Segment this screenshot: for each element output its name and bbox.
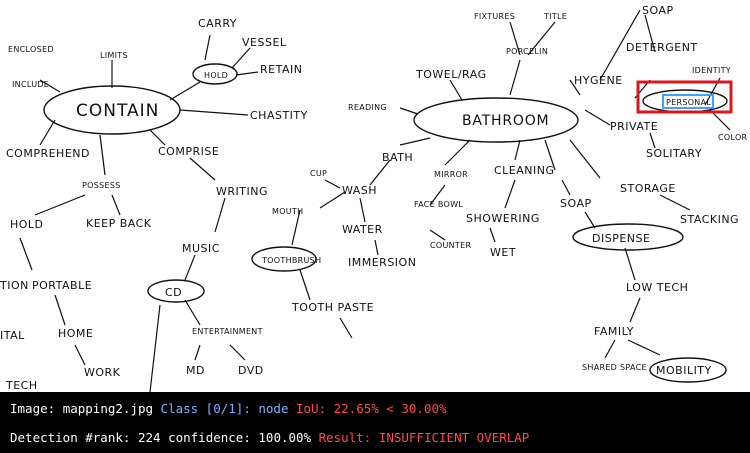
status-row-detection: Detection #rank: 224 confidence: 100.00%… (10, 430, 529, 445)
word-toothbrush: TOOTHBRUSH (261, 256, 321, 265)
word-mouth: MOUTH (272, 207, 303, 216)
word-soap-top: SOAP (642, 4, 674, 17)
detection-box (636, 80, 733, 114)
word-cd: CD (165, 286, 182, 299)
word-stacking: STACKING (680, 213, 739, 226)
word-carry: CARRY (198, 17, 237, 30)
hold-oval (192, 63, 238, 85)
rank-value: 224 (137, 430, 161, 445)
word-face-bowl: FACE BOWL (414, 200, 463, 209)
word-hygene: HYGENE (574, 74, 623, 87)
ground-truth-box (662, 94, 714, 109)
image-label: Image: (10, 401, 56, 416)
word-possess: POSSESS (82, 181, 121, 190)
word-include: INCLUDE (12, 80, 49, 89)
word-detergent: DETERGENT (626, 41, 698, 54)
contain-oval (43, 85, 181, 135)
status-bar: Image: mapping2.jpg Class [0/1]: node Io… (0, 392, 750, 453)
word-work: WORK (84, 366, 121, 379)
word-family: FAMILY (594, 325, 634, 338)
word-tion: TION (0, 279, 29, 292)
word-storage: STORAGE (620, 182, 676, 195)
class-text: Class [0/1]: node (160, 401, 289, 416)
word-wash: WASH (342, 184, 377, 197)
word-writing: WRITING (216, 185, 268, 198)
word-chastity: CHASTITY (250, 109, 308, 122)
word-vessel: VESSEL (242, 36, 287, 49)
word-soap: SOAP (560, 197, 592, 210)
word-tech-left: TECH (5, 379, 38, 392)
word-low-tech: LOW TECH (626, 281, 688, 294)
detection-label: Detection #rank: (10, 430, 131, 445)
result-text: Result: INSUFFICIENT OVERLAP (318, 430, 530, 445)
word-keep-back: KEEP BACK (86, 217, 152, 230)
word-private: PRIVATE (610, 120, 658, 133)
word-shared-space: SHARED SPACE (582, 363, 647, 372)
word-immersion: IMMERSION (348, 256, 416, 269)
word-dvd: DVD (238, 364, 264, 377)
word-fixtures: FIXTURES (474, 12, 515, 21)
word-limits: LIMITS (100, 51, 128, 60)
word-contain: CONTAIN (76, 101, 159, 121)
cd-oval (147, 279, 205, 303)
status-row-image: Image: mapping2.jpg Class [0/1]: node Io… (10, 401, 447, 416)
word-title: TITLE (543, 12, 567, 21)
confidence-label: confidence: (168, 430, 251, 445)
word-water: WATER (342, 223, 383, 236)
word-color: COLOR (718, 133, 748, 142)
word-cleaning: CLEANING (494, 164, 555, 177)
mind-map-words: CONTAIN HOLD CARRY VESSEL RETAIN CHASTIT… (0, 4, 748, 392)
word-dispense: DISPENSE (592, 232, 650, 245)
word-counter: COUNTER (430, 241, 471, 250)
word-toothpaste: TOOTH PASTE (291, 301, 374, 314)
word-wet: WET (490, 246, 516, 259)
iou-text: IoU: 22.65% < 30.00% (296, 401, 447, 416)
bathroom-oval (413, 97, 579, 143)
word-home: HOME (58, 327, 93, 340)
mind-map-drawing: CONTAIN HOLD CARRY VESSEL RETAIN CHASTIT… (0, 4, 748, 392)
word-hold-oval: HOLD (204, 71, 228, 80)
toothbrush-oval (251, 246, 317, 272)
word-solitary: SOLITARY (646, 147, 702, 160)
word-comprise: COMPRISE (158, 145, 219, 158)
image-name: mapping2.jpg (62, 401, 153, 416)
word-personal: PERSONAL (666, 98, 711, 107)
mobility-oval (649, 357, 727, 383)
word-showering: SHOWERING (466, 212, 540, 225)
word-bath: BATH (382, 151, 413, 164)
word-md: MD (186, 364, 205, 377)
confidence-value: 100.00% (258, 430, 312, 445)
dispense-oval (572, 223, 684, 251)
word-cup: CUP (310, 169, 327, 178)
connector-lines (19, 9, 731, 392)
word-retain: RETAIN (260, 63, 302, 76)
mind-map-canvas: CONTAIN HOLD CARRY VESSEL RETAIN CHASTIT… (0, 0, 750, 392)
word-identity: IDENTITY (692, 66, 731, 75)
word-reading: READING (348, 103, 387, 112)
word-mobility: MOBILITY (656, 364, 712, 377)
word-music: MUSIC (182, 242, 220, 255)
word-bathroom: BATHROOM (462, 113, 549, 129)
word-ital: ITAL (0, 329, 25, 342)
word-enclosed: ENCLOSED (8, 45, 54, 54)
word-hold: HOLD (10, 218, 44, 231)
word-towel-rag: TOWEL/RAG (415, 68, 487, 81)
word-mirror: MIRROR (434, 170, 468, 179)
word-porcelin: PORCELIN (506, 47, 548, 56)
word-entertainment: ENTERTAINMENT (192, 327, 263, 336)
word-comprehend: COMPREHEND (6, 147, 90, 160)
word-portable: PORTABLE (32, 279, 92, 292)
